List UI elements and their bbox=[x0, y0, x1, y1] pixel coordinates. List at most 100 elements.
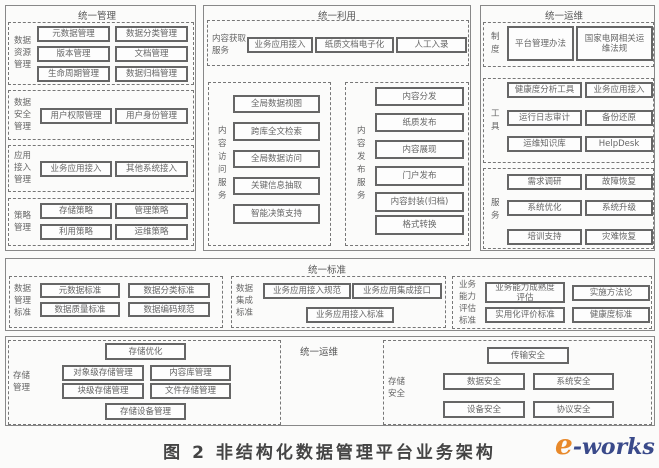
standard-item: 业务能力成熟度评估 bbox=[485, 282, 565, 303]
management-item: 管理策略 bbox=[115, 203, 188, 219]
standard-item: 业务应用接入标准 bbox=[306, 307, 394, 323]
utilization-item: 内容展现 bbox=[375, 140, 464, 159]
content-visit-label: 内容访问服务 bbox=[218, 126, 227, 201]
storage-item: 文件存储管理 bbox=[150, 383, 231, 399]
evaluation-standard-label: 业务能力评估标准 bbox=[459, 280, 477, 326]
utilization-item: 纸质文档电子化 bbox=[315, 37, 394, 53]
utilization-item: 门户发布 bbox=[375, 166, 464, 186]
management-item: 利用策略 bbox=[40, 224, 112, 240]
storage-security-item: 传输安全 bbox=[487, 347, 569, 364]
system-label: 制度 bbox=[491, 32, 500, 55]
integration-standard-label: 数据集成标准 bbox=[236, 284, 254, 318]
evaluation-standard-group bbox=[452, 276, 652, 329]
storage-security-group bbox=[383, 340, 652, 425]
app-access-group bbox=[8, 145, 194, 192]
utilization-item: 人工入录 bbox=[396, 37, 467, 53]
utilization-item: 内容分发 bbox=[375, 87, 464, 106]
storage-security-item: 数据安全 bbox=[443, 373, 525, 390]
operation-item: 培训支持 bbox=[507, 229, 582, 245]
operation-item: 国家电网相关运维法规 bbox=[576, 26, 653, 61]
unified-utilization-panel bbox=[203, 5, 471, 251]
utilization-item: 全局数据访问 bbox=[233, 150, 320, 168]
standard-item: 元数据标准 bbox=[40, 283, 120, 298]
content-acquire-label: 内容获取服务 bbox=[212, 34, 247, 56]
operation-item: 系统升级 bbox=[585, 200, 653, 216]
data-security-label: 数据安全管理 bbox=[14, 98, 32, 132]
storage-security-label: 存储安全 bbox=[388, 377, 406, 399]
management-item: 其他系统接入 bbox=[115, 161, 188, 177]
storage-item: 对象级存储管理 bbox=[62, 365, 144, 381]
utilization-item: 关键信息抽取 bbox=[233, 177, 320, 195]
system-group bbox=[483, 22, 654, 67]
storage-item: 存储优化 bbox=[105, 343, 186, 360]
operation-item: 平台管理办法 bbox=[507, 26, 574, 61]
data-mgmt-standard-label: 数据管理标准 bbox=[14, 284, 32, 318]
resource-management-group bbox=[8, 22, 194, 85]
standard-item: 实用化评价标准 bbox=[485, 307, 565, 323]
utilization-item: 业务应用接入 bbox=[247, 37, 313, 53]
management-item: 元数据管理 bbox=[37, 26, 110, 42]
operation-item: 系统优化 bbox=[507, 200, 582, 216]
tools-label: 工具 bbox=[491, 109, 500, 132]
standard-item: 业务应用接入规范 bbox=[263, 283, 351, 299]
operation-item: 需求调研 bbox=[507, 174, 582, 190]
utilization-item: 全局数据视图 bbox=[233, 95, 320, 113]
management-item: 存储策略 bbox=[40, 203, 112, 219]
storage-item: 存储设备管理 bbox=[105, 403, 186, 420]
management-item: 运维策略 bbox=[115, 224, 188, 240]
data-mgmt-standard-group bbox=[9, 276, 223, 328]
utilization-item: 格式转换 bbox=[375, 215, 464, 235]
storage-security-item: 系统安全 bbox=[533, 373, 614, 390]
standard-item: 数据分类标准 bbox=[128, 283, 210, 298]
unified-management-panel bbox=[5, 5, 196, 251]
storage-panel bbox=[5, 336, 655, 426]
management-item: 数据归档管理 bbox=[115, 66, 188, 82]
operation-item: 运行日志审计 bbox=[507, 110, 582, 126]
unified-utilization-title: 统一利用 bbox=[318, 11, 357, 22]
unified-standard-title: 统一标准 bbox=[308, 265, 347, 276]
storage-security-item: 设备安全 bbox=[443, 401, 525, 418]
utilization-item: 纸质发布 bbox=[375, 113, 464, 132]
storage-item: 块级存储管理 bbox=[62, 383, 144, 399]
data-security-group bbox=[8, 90, 194, 140]
operation-item: 故障恢复 bbox=[585, 174, 653, 190]
storage-item: 内容库管理 bbox=[150, 365, 231, 381]
management-item: 版本管理 bbox=[37, 46, 110, 62]
app-access-label: 应用接入管理 bbox=[14, 151, 32, 185]
content-publish-label: 内容发布服务 bbox=[357, 126, 366, 201]
operation-item: 运维知识库 bbox=[507, 136, 582, 152]
standard-item: 健康度标准 bbox=[572, 307, 650, 323]
content-visit-group bbox=[208, 82, 331, 246]
utilization-item: 跨库全文检索 bbox=[233, 122, 320, 141]
management-item: 用户权限管理 bbox=[40, 108, 112, 124]
management-item: 生命周期管理 bbox=[37, 66, 110, 82]
operation-item: 业务应用接入 bbox=[585, 82, 653, 98]
storage-security-item: 协议安全 bbox=[533, 401, 614, 418]
resource-management-label: 数据资源管理 bbox=[14, 36, 32, 70]
management-item: 文档管理 bbox=[115, 46, 188, 62]
management-item: 数据分类管理 bbox=[115, 26, 188, 42]
content-acquire-group bbox=[207, 20, 469, 66]
storage-management-group bbox=[8, 340, 281, 425]
standard-item: 业务应用集成接口 bbox=[352, 283, 442, 299]
unified-operation-panel bbox=[480, 5, 655, 251]
eworks-logo: e-works bbox=[555, 428, 655, 461]
utilization-item: 智能决策支持 bbox=[233, 204, 320, 224]
utilization-item: 内容封装(归档) bbox=[375, 192, 464, 212]
policy-group bbox=[8, 198, 194, 246]
operation-item: 健康度分析工具 bbox=[507, 82, 582, 98]
management-item: 用户身份管理 bbox=[115, 108, 188, 124]
operation-item: 灾难恢复 bbox=[585, 229, 653, 245]
unified-management-title: 统一管理 bbox=[78, 11, 117, 22]
tools-group bbox=[483, 78, 654, 163]
storage-management-label: 存储管理 bbox=[13, 371, 31, 393]
operation-item: HelpDesk bbox=[585, 136, 653, 152]
figure-caption: 图 2 非结构化数据管理平台业务架构 bbox=[163, 443, 496, 463]
standard-item: 实施方法论 bbox=[572, 285, 650, 301]
standard-item: 数据质量标准 bbox=[40, 302, 120, 317]
standard-item: 数据编码规范 bbox=[128, 302, 210, 317]
unified-standard-panel bbox=[5, 258, 655, 331]
operation-item: 备份还原 bbox=[585, 110, 653, 126]
storage-panel-title: 统一运维 bbox=[300, 347, 339, 358]
